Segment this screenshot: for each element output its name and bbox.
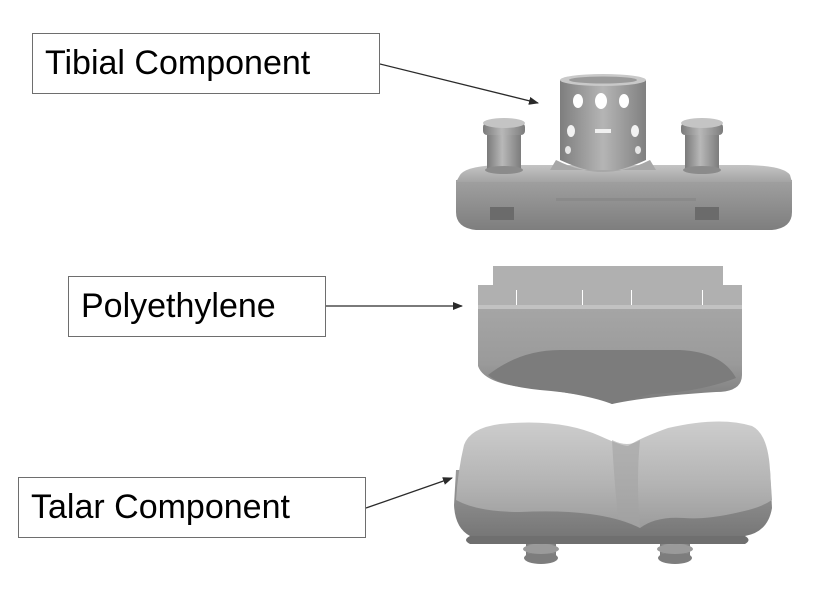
tibial-notch-right bbox=[695, 207, 719, 220]
polyethylene-insert bbox=[478, 266, 742, 404]
stem-hole bbox=[619, 94, 629, 108]
tibial-base-side bbox=[456, 180, 792, 230]
tibial-peg-right bbox=[685, 132, 719, 170]
tibial-notch-left bbox=[490, 207, 514, 220]
talar-articular-surface bbox=[456, 421, 772, 528]
tibial-component-label-text: Tibial Component bbox=[45, 44, 311, 82]
talar-component-label-text: Talar Component bbox=[31, 488, 290, 526]
talar-component-label: Talar Component bbox=[18, 477, 366, 538]
polyethylene-label: Polyethylene bbox=[68, 276, 326, 337]
polyethylene-label-text: Polyethylene bbox=[81, 287, 276, 325]
talar-component bbox=[454, 421, 772, 564]
tibial-component-label: Tibial Component bbox=[32, 33, 380, 94]
poly-articular-surface bbox=[488, 350, 736, 404]
stem-hole bbox=[631, 125, 639, 137]
tibial-arrow bbox=[379, 63, 539, 105]
stem-hole bbox=[573, 94, 583, 108]
stem-hole bbox=[595, 93, 607, 109]
talar-arrow bbox=[365, 477, 453, 509]
tibial-peg-left bbox=[487, 132, 521, 170]
tibial-component bbox=[456, 74, 792, 230]
stem-hole bbox=[567, 125, 575, 137]
